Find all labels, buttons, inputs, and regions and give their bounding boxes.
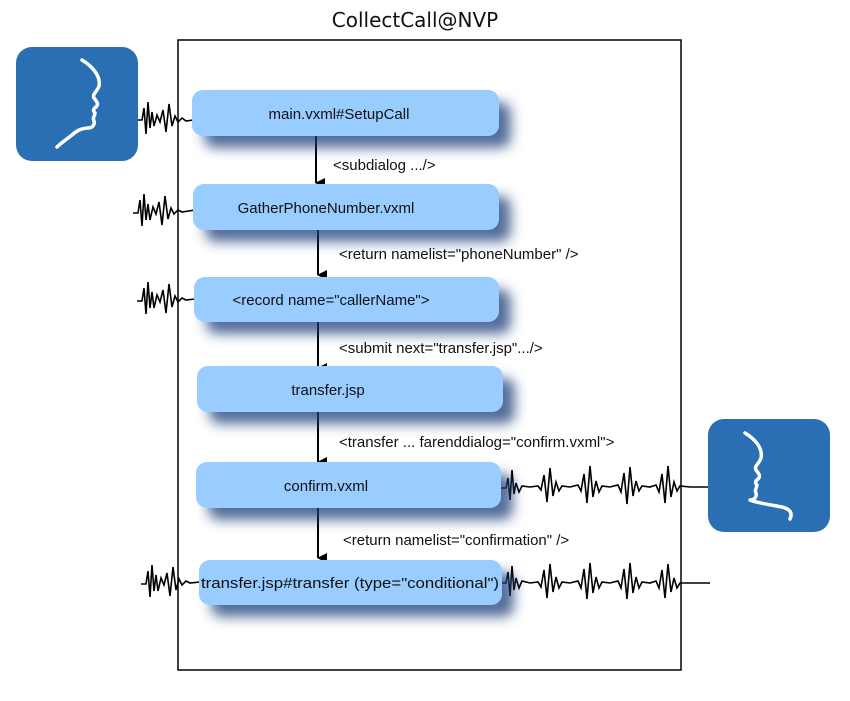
node-transfer-conditional: transfer.jsp#transfer (type="conditional… xyxy=(199,560,502,605)
caller-speaker-icon xyxy=(16,47,138,161)
node-confirm-vxml: confirm.vxml xyxy=(196,462,501,508)
waveform-right-5 xyxy=(500,465,708,505)
node-label: GatherPhoneNumber.vxml xyxy=(238,200,415,217)
edge-label-1: <subdialog .../> xyxy=(333,157,436,174)
edge-label-4: <transfer ... farenddialog="confirm.vxml… xyxy=(339,434,615,451)
edge-labels: <subdialog .../> <return namelist="phone… xyxy=(333,157,615,549)
audio-waveforms-right xyxy=(500,465,710,600)
edge-label-2: <return namelist="phoneNumber" /> xyxy=(339,246,579,263)
node-label: main.vxml#SetupCall xyxy=(269,106,410,123)
container-frame xyxy=(177,39,682,671)
waveform-left-2 xyxy=(133,193,196,227)
diagram-title: CollectCall@NVP xyxy=(332,8,499,32)
waveform-right-6 xyxy=(500,562,710,600)
waveform-left-1 xyxy=(138,101,194,135)
node-transfer-jsp: transfer.jsp xyxy=(197,366,503,412)
node-gather-phone-number: GatherPhoneNumber.vxml xyxy=(193,184,499,230)
flow-nodes: main.vxml#SetupCall GatherPhoneNumber.vx… xyxy=(192,90,503,605)
node-record-caller-name: <record name="callerName"> xyxy=(194,277,499,322)
waveform-left-3 xyxy=(137,281,196,315)
node-main-setupcall: main.vxml#SetupCall xyxy=(192,90,499,136)
node-label: transfer.jsp#transfer (type="conditional… xyxy=(201,575,499,592)
audio-waveforms xyxy=(133,101,201,598)
flow-arrows xyxy=(315,136,327,563)
node-label: confirm.vxml xyxy=(284,478,368,495)
node-label: transfer.jsp xyxy=(291,382,364,399)
waveform-left-6 xyxy=(141,564,201,598)
edge-label-3: <submit next="transfer.jsp".../> xyxy=(339,340,543,357)
callee-speaker-icon xyxy=(708,419,830,532)
node-label: <record name="callerName"> xyxy=(233,292,430,309)
edge-label-5: <return namelist="confirmation" /> xyxy=(343,532,569,549)
